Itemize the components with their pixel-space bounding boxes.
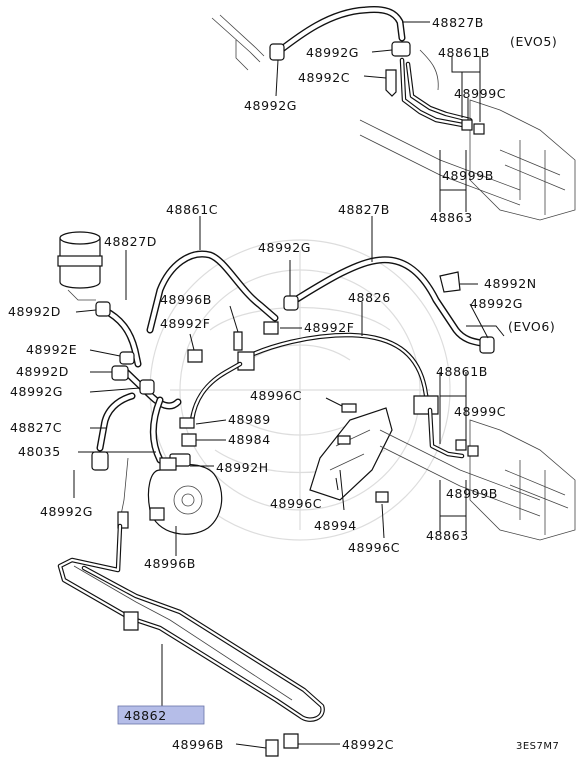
label-48861b-top[interactable]: 48861B bbox=[438, 45, 490, 60]
label-48992d-1[interactable]: 48992D bbox=[8, 304, 61, 319]
label-48992c-bottom[interactable]: 48992C bbox=[342, 737, 394, 752]
label-48999b-mid[interactable]: 48999B bbox=[446, 486, 498, 501]
label-48999c-mid[interactable]: 48999C bbox=[454, 404, 506, 419]
diagram-code: 3ES7M7 bbox=[516, 741, 559, 752]
label-48984[interactable]: 48984 bbox=[228, 432, 271, 447]
label-48992d-2[interactable]: 48992D bbox=[16, 364, 69, 379]
label-48862[interactable]: 48862 bbox=[124, 708, 167, 723]
evo5-assembly bbox=[211, 6, 576, 221]
label-48863-top[interactable]: 48863 bbox=[430, 210, 473, 225]
label-48826[interactable]: 48826 bbox=[348, 290, 391, 305]
label-48861b-mid[interactable]: 48861B bbox=[436, 364, 488, 379]
label-48992e[interactable]: 48992E bbox=[26, 342, 77, 357]
label-48996c-3[interactable]: 48996C bbox=[348, 540, 400, 555]
label-evo5: (EVO5) bbox=[510, 34, 557, 49]
label-48996c-1[interactable]: 48996C bbox=[250, 388, 302, 403]
label-48999b-top[interactable]: 48999B bbox=[442, 168, 494, 183]
evo6-assembly bbox=[57, 216, 576, 556]
label-48861c[interactable]: 48861C bbox=[166, 202, 218, 217]
label-48992f-left[interactable]: 48992F bbox=[160, 316, 211, 331]
label-evo6: (EVO6) bbox=[508, 319, 555, 334]
label-48996b-bottom[interactable]: 48996B bbox=[172, 737, 224, 752]
label-48992g-low[interactable]: 48992G bbox=[40, 504, 93, 519]
label-48992g-right[interactable]: 48992G bbox=[470, 296, 523, 311]
label-48989[interactable]: 48989 bbox=[228, 412, 271, 427]
label-48992f-right[interactable]: 48992F bbox=[304, 320, 355, 335]
label-48827c[interactable]: 48827C bbox=[10, 420, 62, 435]
label-48992g-mid[interactable]: 48992G bbox=[258, 240, 311, 255]
label-48992c-top[interactable]: 48992C bbox=[298, 70, 350, 85]
label-48999c-top[interactable]: 48999C bbox=[454, 86, 506, 101]
label-48827b-mid[interactable]: 48827B bbox=[338, 202, 390, 217]
pipe-48862-assembly bbox=[57, 523, 340, 757]
label-48996b-mid[interactable]: 48996B bbox=[160, 292, 212, 307]
label-48827d[interactable]: 48827D bbox=[104, 234, 157, 249]
label-48035[interactable]: 48035 bbox=[18, 444, 61, 459]
label-48992h[interactable]: 48992H bbox=[216, 460, 269, 475]
label-48992g-top-2[interactable]: 48992G bbox=[244, 98, 297, 113]
label-48992n[interactable]: 48992N bbox=[484, 276, 537, 291]
label-48992g-top-1[interactable]: 48992G bbox=[306, 45, 359, 60]
label-48994[interactable]: 48994 bbox=[314, 518, 357, 533]
label-48827b-top[interactable]: 48827B bbox=[432, 15, 484, 30]
part-labels: 48827B 48992G 48992C 48992G 48861B 48999… bbox=[8, 15, 559, 752]
label-48996b-low[interactable]: 48996B bbox=[144, 556, 196, 571]
label-48992g-left[interactable]: 48992G bbox=[10, 384, 63, 399]
part-48862-highlight bbox=[117, 705, 205, 725]
label-48863-mid[interactable]: 48863 bbox=[426, 528, 469, 543]
label-48996c-2[interactable]: 48996C bbox=[270, 496, 322, 511]
